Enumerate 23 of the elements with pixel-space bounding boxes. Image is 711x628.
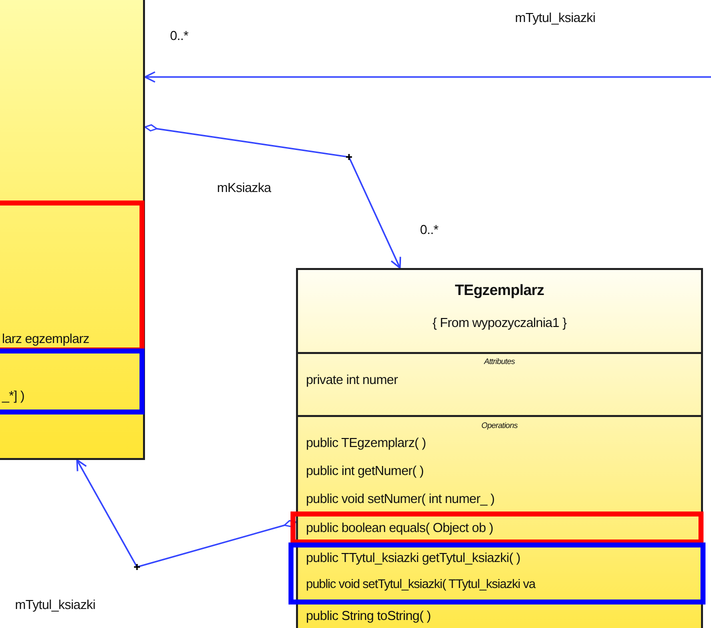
compartment-label: Attributes	[482, 357, 516, 366]
member-text: public boolean equals( Object ob )	[306, 520, 494, 535]
member-text: public int getNumer( )	[306, 463, 424, 478]
member-text: public String toString( )	[306, 608, 431, 623]
multiplicity-label: 0..*	[420, 222, 438, 237]
class-box	[0, 0, 145, 460]
member-text: public TEgzemplarz( )	[306, 435, 426, 450]
member-text: public void setNumer( int numer_ )	[306, 491, 494, 506]
compartment-label: Operations	[480, 421, 519, 430]
multiplicity-label: 0..*	[170, 28, 188, 43]
member-text: public void setTytul_ksiazki( TTytul_ksiazki va	[306, 577, 536, 591]
member-text: public TTytul_ksiazki getTytul_ksiazki( )	[306, 550, 520, 565]
member-text: private int numer	[306, 372, 398, 387]
role-name: mTytul_ksiazki	[515, 10, 596, 25]
package-note: { From wypozyczalnia1 }	[432, 315, 568, 330]
member-text: _*] )	[2, 388, 24, 403]
role-name: mKsiazka	[217, 180, 271, 195]
member-text: larz egzemplarz	[2, 331, 90, 346]
association-arrow	[144, 71, 711, 83]
association-arrow	[144, 124, 402, 269]
role-name: mTytul_ksiazki	[15, 597, 96, 612]
class-box	[296, 268, 703, 628]
class-name: TEgzemplarz	[454, 282, 546, 299]
